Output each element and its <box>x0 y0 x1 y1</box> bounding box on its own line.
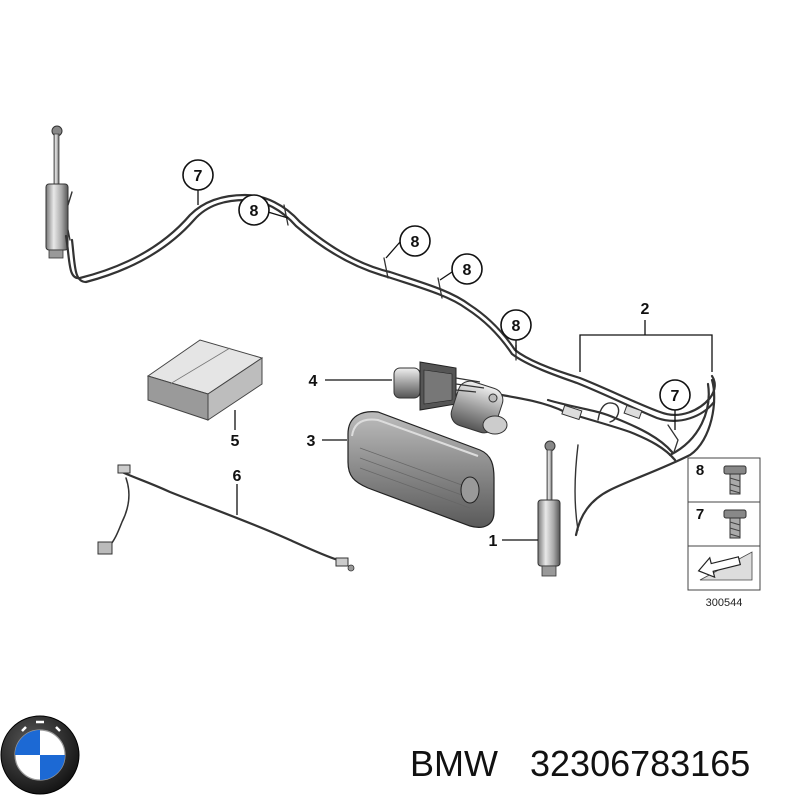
wiring-harness <box>97 464 355 572</box>
callout-7-top: 7 <box>182 159 214 191</box>
legend-item-8-label: 8 <box>696 462 704 479</box>
callout-7-top-label: 7 <box>194 168 203 185</box>
legend-item-7-label: 7 <box>696 506 704 523</box>
callout-8-b: 8 <box>399 225 431 257</box>
callout-8-d: 8 <box>500 309 532 341</box>
callout-7-right: 7 <box>659 379 691 411</box>
callout-6-label: 6 <box>233 468 242 485</box>
screw-7-icon <box>723 509 747 539</box>
callout-2-label: 2 <box>641 301 650 318</box>
callout-8-b-label: 8 <box>411 234 420 251</box>
callout-2-bracket <box>579 320 713 372</box>
reservoir-tank <box>347 411 495 528</box>
foam-block <box>146 339 264 421</box>
fastener-legend: 8 7 <box>687 457 761 591</box>
lower-gas-strut <box>537 440 561 577</box>
callout-4-label: 4 <box>309 373 318 390</box>
direction-arrow-icon <box>697 551 753 581</box>
callout-8-a: 8 <box>238 194 270 226</box>
callout-3-label: 3 <box>307 433 316 450</box>
callout-7-right-label: 7 <box>671 388 680 405</box>
caption-brand: BMW <box>410 743 498 784</box>
bmw-logo <box>0 715 80 795</box>
callout-1-label: 1 <box>489 533 498 550</box>
hydraulic-line-set <box>64 193 716 537</box>
callout-8-c-label: 8 <box>463 262 472 279</box>
callout-8-a-label: 8 <box>250 203 259 220</box>
hydraulic-pump <box>393 361 508 435</box>
callout-8-d-label: 8 <box>512 318 521 335</box>
screw-8-icon <box>723 465 747 495</box>
left-gas-strut <box>45 125 73 259</box>
diagram-reference-number: 300544 <box>706 597 743 609</box>
callout-5-label: 5 <box>231 433 240 450</box>
caption-part-number: 32306783165 <box>530 743 750 784</box>
callout-8-c: 8 <box>451 253 483 285</box>
